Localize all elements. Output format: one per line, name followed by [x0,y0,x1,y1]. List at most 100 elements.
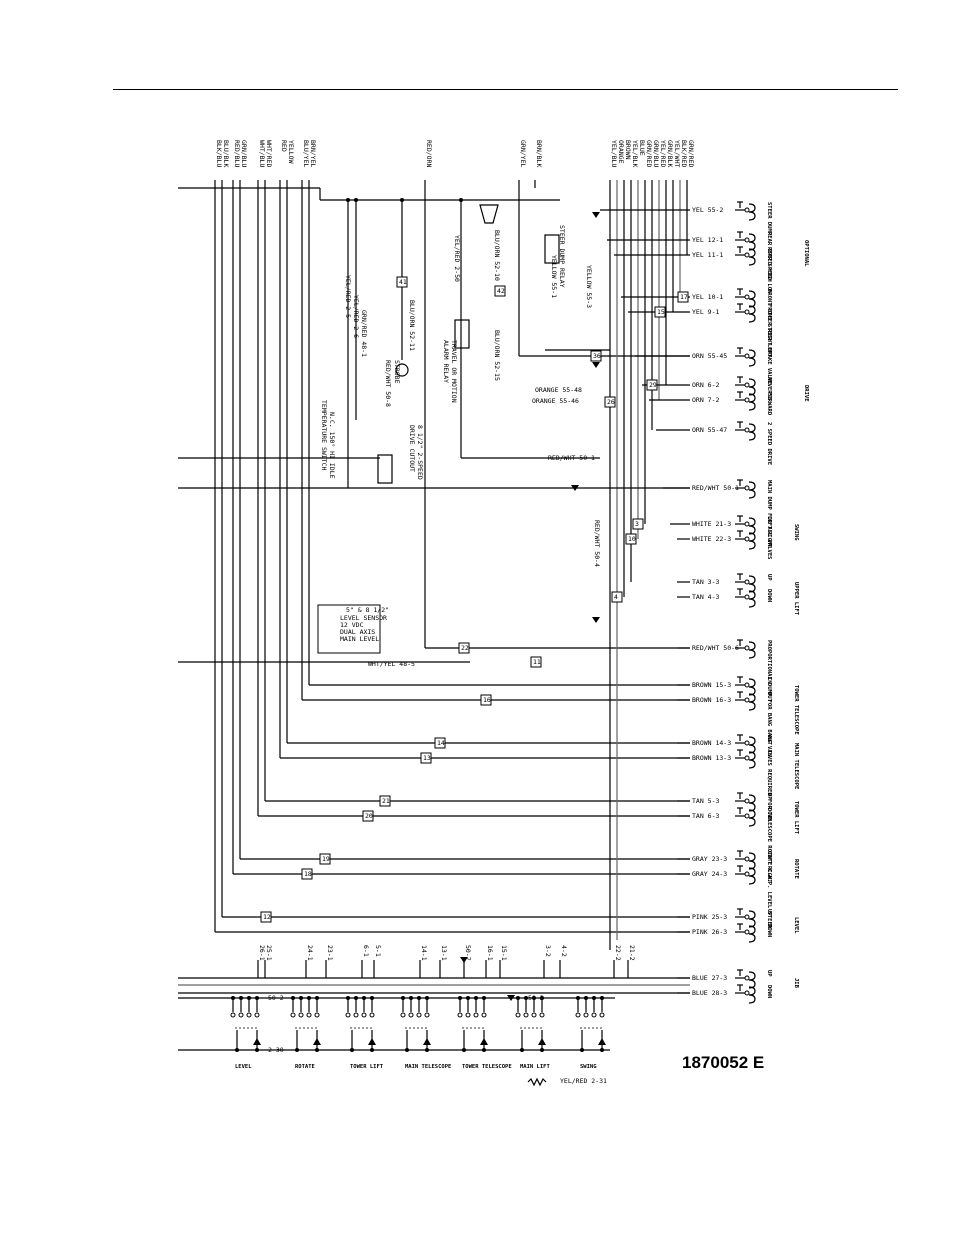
connector-number: 29 [649,381,657,389]
diode-icon [598,1038,606,1045]
return-wire-label: 4-2 [560,945,568,957]
switch-contact [481,1012,487,1018]
annotation-label: ORANGE 55-48 [535,386,582,394]
solenoid-coil-icon [748,925,756,943]
solenoid-coil-icon [748,736,756,754]
connector-box [646,379,658,391]
connector-box [301,868,313,880]
terminal [744,536,750,542]
solenoid-coil-icon [748,203,756,221]
wire-color-label: GRN/BLK [666,140,674,167]
connector-box [379,795,391,807]
output-wire-label: WHITE 21-3 [692,520,731,528]
junction-dot [315,1048,319,1052]
connector-box [458,642,470,654]
wire-color-label: BLK/BLU [215,140,223,167]
wire-color-label: GRN/RED [645,140,653,167]
group-label: LEVEL [793,917,799,934]
terminal [744,353,750,359]
connector-number: 16 [483,696,491,704]
group-label: DRIVE [803,385,809,402]
connector-box [654,306,666,318]
terminal [744,871,750,877]
annotation-label: YELLOW 55-3 [585,265,593,308]
connector-number: 20 [365,812,373,820]
switch-contact [591,1012,597,1018]
wire-color-label: YEL/WHT [673,140,681,167]
output-wire-label: ORN 55-47 [692,426,727,434]
connector-box [319,853,331,865]
terminal [744,755,750,761]
output-wire-label: YEL 10-1 [692,293,723,301]
wire-color-label: RED/BLU [233,140,241,167]
annotation-label: DRIVE CUTOUT [408,425,416,472]
diode-icon [423,1038,431,1045]
header-rule [113,89,898,90]
terminal [744,294,750,300]
diode-icon [460,957,468,963]
solenoid-coil-icon [748,290,756,308]
device-label: BRAKE VALVE [766,348,772,384]
return-wire-label: 50-7 [464,945,472,961]
resistor-icon [527,1077,547,1087]
device-label: FRONT STEER RIGHT [766,289,772,346]
wire-color-label: WHT/RED [265,140,273,167]
device-label: REVERSE [766,377,772,400]
connector-box [632,518,644,530]
annotation-label: RED/WHT 50-4 [593,520,601,567]
annotation-label: BLU/ORN 52-10 [493,230,501,281]
solenoid-coil-icon [748,517,756,535]
strobe-icon [395,363,409,377]
connector-number: 18 [304,870,312,878]
diode-icon [592,362,600,368]
return-wire-label: 25-1 [265,945,273,961]
annotation-label: TEMPERATURE SWITCH [320,400,328,471]
switch-contact [539,1012,545,1018]
terminal [744,252,750,258]
output-wire-label: BLUE 27-3 [692,974,727,982]
switch-contact [515,1012,521,1018]
device-label: UP [766,970,772,977]
device-label: UP [766,574,772,581]
wire-color-label: ORANGE [617,140,625,164]
group-label: MAIN TELESCOPE [793,743,799,789]
connector-box [396,276,408,288]
terminal [744,856,750,862]
solenoid-coil-icon [748,809,756,827]
wire-color-label: BLU/BLK [222,140,230,167]
connector-number: 19 [322,855,330,863]
output-wire-label: YEL 12-1 [692,236,723,244]
solenoid-coil-icon [748,910,756,928]
output-wire-label: BROWN 15-3 [692,681,731,689]
wire-color-label: YEL/BLK [631,140,639,167]
annotation-label: 12 VDC [340,621,364,629]
switch-label: LEVEL [235,1064,252,1070]
annotation-label: YEL/RED 2-5 [344,275,352,318]
annotation-label: GRN/RED 48-1 [360,310,368,357]
annotation-label: TRAVEL OR MOTION [450,340,458,403]
alarm-horn-icon [479,204,499,224]
solenoid-coil-icon [748,305,756,323]
solenoid-coil-icon [748,575,756,593]
junction-dot [482,1048,486,1052]
annotation-label: 50-2 [268,994,284,1002]
output-wire-label: TAN 6-3 [692,812,719,820]
connector-box [611,591,623,603]
return-wire-label: 14-1 [420,945,428,961]
return-wire-label: 5-1 [374,945,382,957]
return-wire-label: 16-1 [486,945,494,961]
switch-label: TOWER TELESCOPE [462,1064,512,1070]
connector-number: 11 [533,658,541,666]
terminal [744,914,750,920]
device-label: FORWARD [766,392,772,416]
connector-number: 22 [461,644,469,652]
connector-number: 12 [263,913,271,921]
switch-contact [290,1012,296,1018]
connector-number: 15 [657,308,665,316]
output-wire-label: BROWN 13-3 [692,754,731,762]
output-wire-label: RED/WHT 50-1 [692,484,739,492]
switch-contact [254,1012,260,1018]
diode-icon [480,1038,488,1045]
diode-icon [253,1038,261,1045]
switch-label: SWING [580,1064,597,1070]
